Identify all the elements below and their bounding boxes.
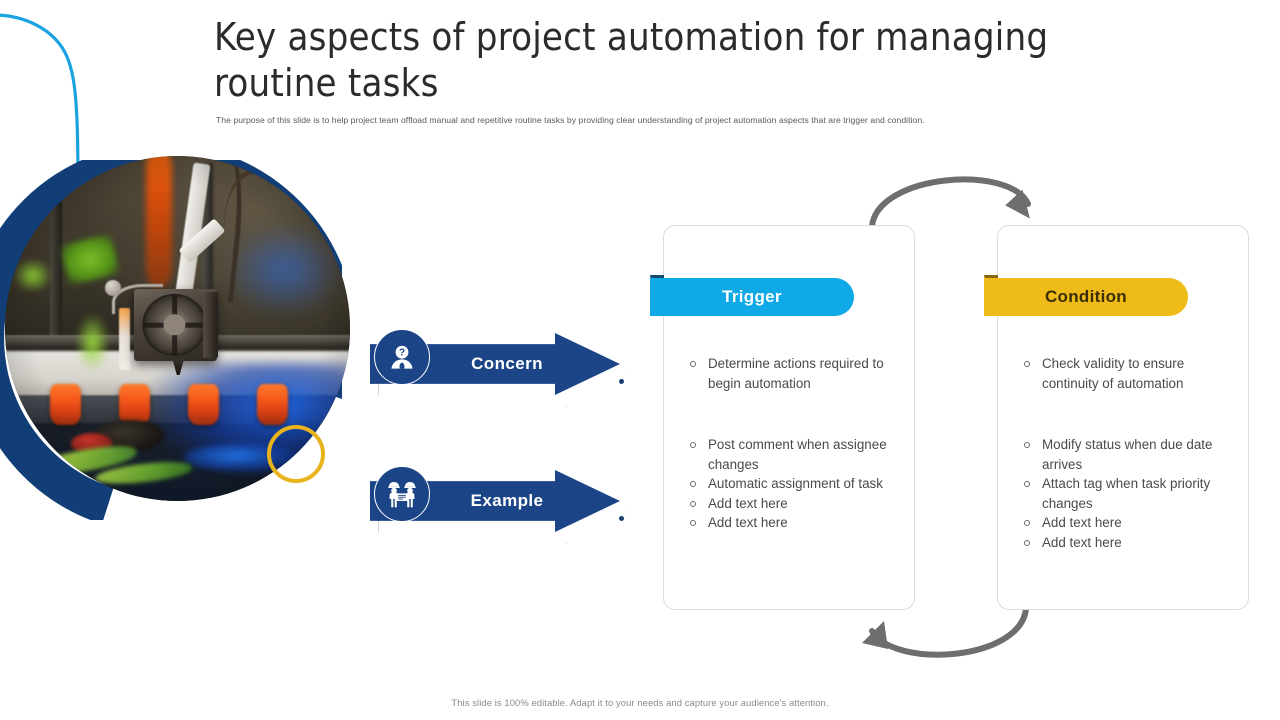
yellow-circle-accent (267, 425, 325, 483)
tab-trigger[interactable]: Trigger (650, 278, 854, 316)
condition-bullet-list: Check validity to ensure continuity of a… (1020, 354, 1238, 552)
list-item: Modify status when due date arrives (1020, 435, 1238, 474)
list-item: Post comment when assignee changes (686, 435, 904, 474)
person-question-icon: ? (374, 329, 430, 385)
list-item: Automatic assignment of task (686, 474, 904, 494)
arrow-dot (619, 379, 624, 384)
list-item: Determine actions required to begin auto… (686, 354, 904, 393)
two-workers-blueprint-icon (374, 466, 430, 522)
example-label: Example (470, 491, 544, 510)
concern-label: Concern (471, 354, 543, 373)
arrow-dot (619, 516, 624, 521)
slide-footer-note: This slide is 100% editable. Adapt it to… (451, 697, 829, 708)
curved-arrow-right-icon (869, 176, 1031, 229)
curved-arrow-left-icon (862, 606, 1029, 658)
row-label-example[interactable]: Example (370, 466, 632, 548)
tab-condition[interactable]: Condition (984, 278, 1188, 316)
card-trigger[interactable]: Trigger Determine actions required to be… (650, 225, 915, 610)
list-item: Add text here (686, 513, 904, 533)
card-condition[interactable]: Condition Check validity to ensure conti… (984, 225, 1249, 610)
page-subtitle: The purpose of this slide is to help pro… (216, 115, 925, 125)
list-item: Add text here (1020, 513, 1238, 533)
list-item: Check validity to ensure continuity of a… (1020, 354, 1238, 393)
list-item: Add text here (1020, 533, 1238, 553)
trigger-bullet-list: Determine actions required to begin auto… (686, 354, 904, 533)
list-item: Attach tag when task priority changes (1020, 474, 1238, 513)
list-item: Add text here (686, 494, 904, 514)
svg-text:?: ? (399, 348, 405, 359)
page-title: Key aspects of project automation for ma… (214, 15, 1049, 105)
row-label-concern[interactable]: ? Concern (370, 329, 632, 411)
